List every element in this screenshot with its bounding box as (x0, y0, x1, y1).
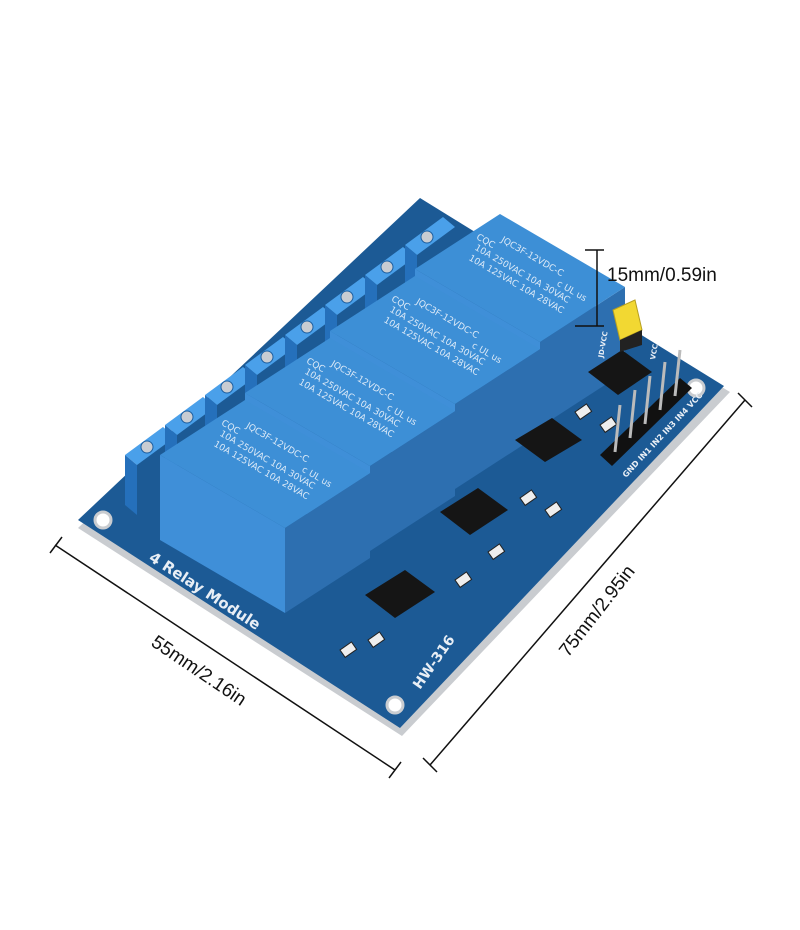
height-dimension-label: 15mm/0.59in (607, 265, 717, 286)
width-dimension (49, 536, 402, 779)
terminal (125, 427, 175, 515)
jumper-label-vcc: VCC (649, 343, 660, 360)
length-dimension-label: 75mm/2.95in (555, 562, 639, 661)
pin-header (600, 349, 692, 466)
mount-hole (93, 510, 113, 530)
optocouplers (365, 350, 652, 618)
smd-components (339, 403, 618, 659)
jumper (612, 299, 643, 352)
height-dimension (575, 249, 604, 327)
length-dimension (422, 392, 753, 773)
mount-hole (385, 695, 405, 715)
width-dimension-label: 55mm/2.16in (147, 632, 250, 711)
